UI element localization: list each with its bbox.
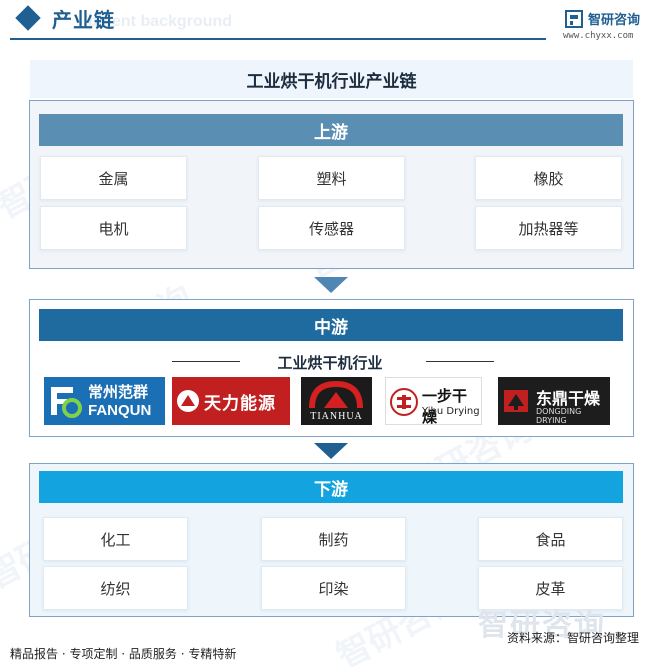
brand-logo-tianli: 天力能源 [172, 377, 290, 425]
brand-sub: TIANHUA [310, 411, 363, 422]
brand-name: 东鼎干燥 [536, 389, 601, 408]
footer-tagline: 精品报告 · 专项定制 · 品质服务 · 专精特新 [10, 647, 237, 661]
logo-url: www.chyxx.com [563, 31, 634, 41]
subtitle-rule-left [172, 361, 240, 362]
downstream-item: 纺织 [43, 566, 188, 610]
upstream-item: 传感器 [258, 206, 405, 250]
upstream-item: 橡胶 [475, 156, 622, 200]
downstream-item: 食品 [478, 517, 623, 561]
header-diamond-icon [15, 5, 41, 31]
logo-name: 智研咨询 [588, 13, 641, 28]
upstream-item: 塑料 [258, 156, 405, 200]
downstream-item: 制药 [261, 517, 406, 561]
subtitle-rule-right [426, 361, 494, 362]
chain-title: 工业烘干机行业产业链 [30, 60, 633, 98]
brand-sub: Yibu Drying [422, 406, 480, 417]
brand-name: 一步干燥 [422, 387, 468, 425]
footer-watermark: 智研咨询 [478, 608, 606, 643]
tianhua-emblem-icon [309, 380, 363, 409]
brand-sub: FANQUN [88, 402, 152, 419]
brand-sub: DONGDING DRYING [536, 407, 582, 425]
down-arrow-icon [314, 277, 348, 293]
brand-logo-fanqun: 常州范群 FANQUN [44, 377, 165, 425]
brand-logo-tianhua: TIANHUA [301, 377, 372, 425]
yibu-emblem-icon [390, 388, 418, 416]
downstream-header: 下游 [39, 471, 623, 503]
downstream-item: 化工 [43, 517, 188, 561]
tianli-emblem-icon [177, 390, 199, 412]
downstream-item: 印染 [261, 566, 406, 610]
upstream-header: 上游 [39, 114, 623, 146]
dongding-emblem-icon [504, 390, 528, 412]
upstream-item: 加热器等 [475, 206, 622, 250]
down-arrow-icon [314, 443, 348, 459]
fanqun-emblem-icon [51, 387, 82, 418]
midstream-header: 中游 [39, 309, 623, 341]
brand-logo-dongding: 东鼎干燥 DONGDING DRYING [498, 377, 610, 425]
upstream-item: 金属 [40, 156, 187, 200]
source-note: 资料来源：智研咨询整理 [507, 631, 640, 645]
header-ghost-text: pment background [88, 13, 233, 30]
midstream-subtitle: 工业烘干机行业 [277, 354, 383, 372]
page-title: 产业链 [52, 8, 115, 32]
downstream-item: 皮革 [478, 566, 623, 610]
header-divider [10, 38, 546, 40]
brand-name: 常州范群 [88, 383, 149, 401]
chyxx-logo-icon [565, 10, 583, 28]
upstream-item: 电机 [40, 206, 187, 250]
brand-name: 天力能源 [204, 394, 276, 414]
brand-logo-yibu: 一步干燥 Yibu Drying [385, 377, 482, 425]
